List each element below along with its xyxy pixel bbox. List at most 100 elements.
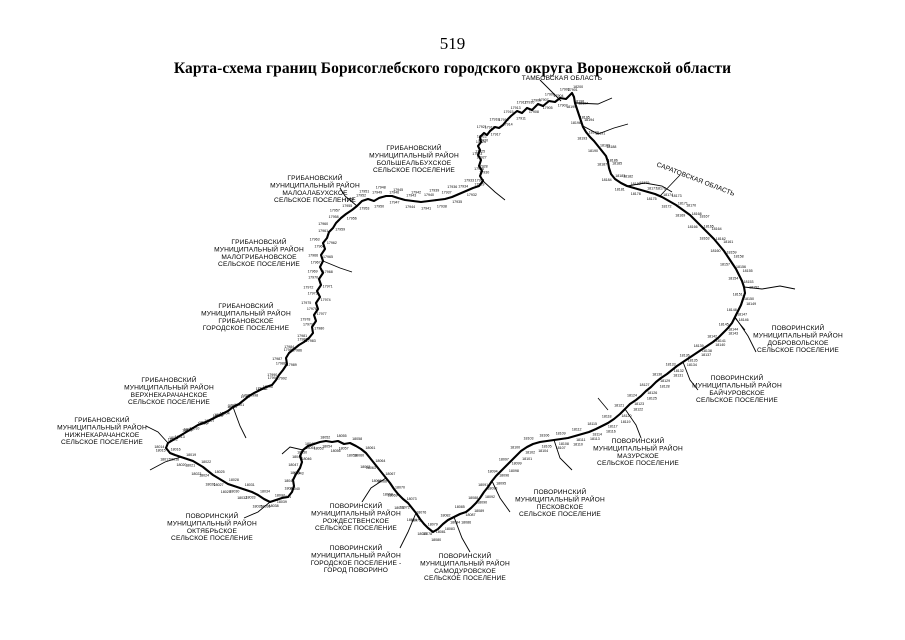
boundary-point-marker (476, 499, 479, 502)
boundary-point-label: 17953 (359, 207, 369, 211)
boundary-point-label: 17929 (474, 182, 484, 186)
boundary-point-label: 18038 (269, 504, 279, 508)
boundary-point-marker (299, 457, 302, 459)
boundary-point-marker (522, 110, 525, 113)
region-label-gribanovskoe-line: ГРИБАНОВСКИЙ (218, 301, 273, 310)
boundary-point-marker (658, 378, 661, 381)
boundary-point-label: 18064 (375, 459, 385, 463)
boundary-point-marker (600, 148, 602, 151)
boundary-point-marker (365, 453, 368, 455)
boundary-point-marker (322, 243, 325, 245)
boundary-point-label: 18004 (220, 411, 230, 415)
region-label-gribanovskoe-line: ГРИБАНОВСКОЕ (218, 318, 274, 325)
boundary-point-marker (277, 375, 280, 377)
boundary-point-label: 17916 (499, 118, 509, 122)
region-label-verkhnekarachanskoe-line: МУНИЦИПАЛЬНЫЙ РАЙОН (124, 382, 214, 391)
boundary-point-label: 17971 (323, 284, 333, 288)
boundary-point-label: 17930 (479, 171, 489, 175)
boundary-point-label: 18110 (573, 443, 583, 447)
boundary-point-label: 17938 (437, 205, 447, 209)
region-label-oktyabrskoe-line: МУНИЦИПАЛЬНЫЙ РАЙОН (167, 518, 257, 527)
boundary-point-label: 18185 (612, 162, 622, 166)
boundary-point-marker (231, 406, 234, 409)
boundary-point-label: 18151 (733, 292, 743, 296)
boundary-point-label: 18093 (487, 487, 497, 491)
boundary-point-marker (254, 492, 256, 495)
boundary-spur (149, 456, 182, 471)
boundary-point-label: 18010 (189, 426, 199, 430)
region-label-mazurskoe-line: МАЗУРСКОЕ (617, 453, 659, 460)
region-label-samodurovskoe-line: МУНИЦИПАЛЬНЫЙ РАЙОН (420, 558, 510, 567)
boundary-point-label: 17901 (568, 88, 578, 92)
boundary-point-label: 18150 (744, 297, 754, 301)
boundary-point-label: 17978 (300, 318, 310, 322)
boundary-spur (145, 425, 169, 444)
boundary-point-label: 18140 (715, 343, 725, 347)
boundary-point-marker (315, 302, 318, 305)
boundary-point-label: 18111 (576, 438, 585, 442)
boundary-point-marker (341, 216, 344, 218)
boundary-point-label: 18131 (673, 374, 683, 378)
boundary-point-marker (317, 293, 320, 295)
boundary-point-label: 17973 (308, 291, 318, 295)
boundary-point-label: 17952 (356, 194, 366, 198)
boundary-point-label: 17925 (475, 149, 485, 153)
boundary-point-marker (624, 407, 627, 410)
region-label-mazurskoe-line: МУНИЦИПАЛЬНЫЙ РАЙОН (593, 443, 683, 452)
label-leader (659, 174, 681, 197)
region-label-bolshegribanovskoe-line: БОЛЬШЕАЛЬБУХСКОЕ (377, 160, 452, 167)
boundary-point-marker (694, 219, 697, 222)
boundary-point-marker (646, 190, 648, 193)
boundary-point-label: 18178 (631, 192, 641, 196)
boundary-point-label: 18020 (177, 463, 187, 467)
boundary-point-marker (741, 281, 744, 284)
boundary-point-label: 18102 (525, 450, 535, 454)
boundary-point-label: 17958 (329, 215, 339, 219)
boundary-point-marker (303, 447, 306, 450)
boundary-point-label: 18106 (539, 433, 549, 437)
region-label-maloalabukhskoe-line: СЕЛЬСКОЕ ПОСЕЛЕНИЕ (274, 197, 356, 204)
boundary-spur (582, 123, 629, 135)
region-label-dobrovolskoe-line: ПОВОРИНСКИЙ (772, 323, 825, 332)
boundary-point-label: 18107 (556, 446, 566, 450)
boundary-point-label: 18011 (169, 436, 179, 440)
boundary-point-label: 18082 (441, 513, 451, 517)
boundary-point-label: 18198 (574, 99, 584, 103)
boundary-point-label: 18013 (175, 435, 185, 439)
boundary-spur (624, 408, 642, 439)
boundary-point-label: 18017 (160, 457, 170, 461)
boundary-point-label: 17996 (242, 394, 252, 398)
boundary-spur (574, 97, 613, 105)
boundary-point-label: 17954 (344, 198, 354, 202)
boundary-point-label: 17964 (315, 245, 325, 249)
boundary-point-label: 17962 (327, 241, 337, 245)
boundary-point-label: 18148 (727, 308, 737, 312)
boundary-point-marker (505, 464, 508, 467)
boundary-point-label: 18028 (229, 478, 239, 482)
boundary-point-label: 17993 (257, 387, 267, 391)
boundary-point-label: 18054 (322, 444, 332, 448)
boundary-point-marker (704, 346, 707, 348)
region-label-povorino-line: МУНИЦИПАЛЬНЫЙ РАЙОН (311, 550, 401, 559)
boundary-point-marker (459, 513, 461, 515)
region-label-samodurovskoe-line: ПОВОРИНСКИЙ (439, 551, 492, 560)
boundary-point-label: 18104 (538, 449, 548, 453)
boundary-point-label: 17968 (323, 270, 333, 274)
boundary-point-marker (608, 169, 611, 172)
region-label-bolshegribanovskoe-line: СЕЛЬСКОЕ ПОСЕЛЕНИЕ (373, 167, 455, 174)
boundary-point-label: 17940 (424, 193, 434, 197)
boundary-point-label: 17956 (347, 217, 357, 221)
boundary-point-label: 18053 (314, 446, 324, 450)
boundary-point-label: 18074 (407, 518, 417, 522)
boundary-point-marker (313, 313, 316, 315)
boundary-point-label: 18152 (749, 285, 759, 289)
boundary-point-label: 18035 (253, 505, 263, 509)
border-label-tambov-line: ТАМБОВСКАЯ ОБЛАСТЬ (522, 75, 603, 82)
region-label-nizhnekarachanskoe-line: МУНИЦИПАЛЬНЫЙ РАЙОН (57, 422, 147, 431)
boundary-spur (491, 480, 511, 513)
region-label-gribanovskoe-line: МУНИЦИПАЛЬНЫЙ РАЙОН (201, 308, 291, 317)
